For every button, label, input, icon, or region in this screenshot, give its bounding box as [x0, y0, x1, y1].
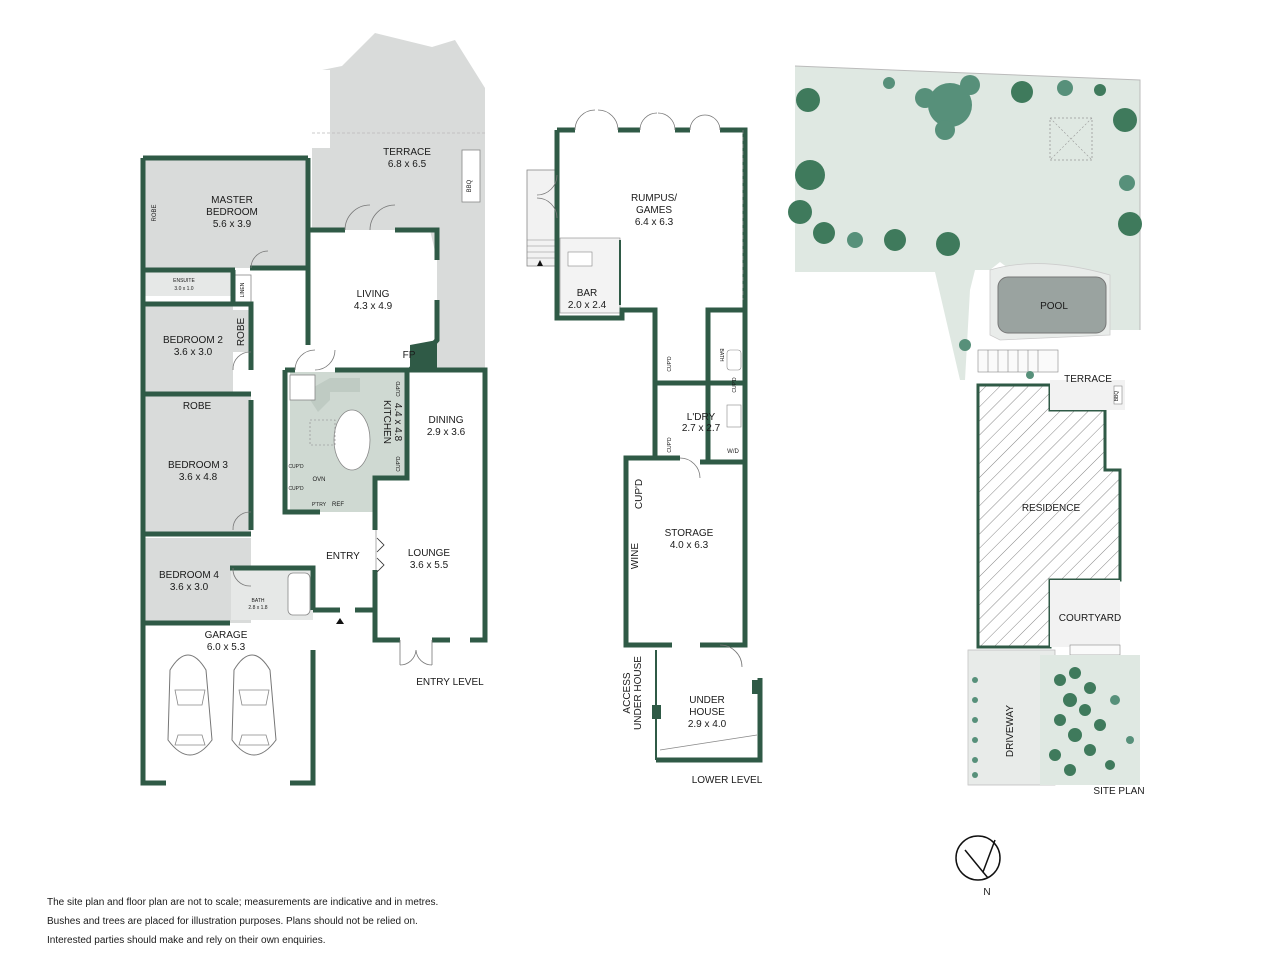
garage-label: GARAGE — [205, 630, 248, 641]
bedroom3-size: 3.6 x 4.8 — [179, 472, 218, 483]
storage-size: 4.0 x 6.3 — [670, 540, 709, 551]
bedroom-3 — [143, 414, 251, 532]
rumpus-label-2: GAMES — [636, 205, 672, 216]
tree-icon — [788, 75, 1142, 379]
fp-label: FP — [403, 350, 416, 361]
ensuite-label: ENSUITE — [173, 278, 195, 284]
driveway-label: DRIVEWAY — [1005, 705, 1016, 758]
site-plan-label: SITE PLAN — [1093, 786, 1144, 797]
cupd-l4: CUP'D — [634, 479, 645, 509]
bath-label: BATH — [252, 598, 265, 604]
kitchen-label: KITCHEN — [381, 400, 392, 444]
lower-level-plan — [526, 109, 763, 763]
under-house-size: 2.9 x 4.0 — [688, 719, 727, 730]
entry-level-label: ENTRY LEVEL — [416, 677, 484, 688]
courtyard-label: COURTYARD — [1059, 613, 1121, 624]
compass-icon — [955, 835, 1001, 881]
residence-label: RESIDENCE — [1022, 503, 1081, 514]
bedroom3-label: BEDROOM 3 — [168, 460, 228, 471]
compass-north-label: N — [983, 887, 990, 898]
access-label-1: ACCESS — [622, 672, 633, 713]
bath-lower-label: BATH — [718, 349, 724, 362]
robe-master — [143, 160, 163, 268]
ldry-label: L'DRY — [687, 412, 716, 423]
kitchen-size: 4.4 x 4.8 — [392, 403, 403, 442]
pool-label: POOL — [1040, 301, 1068, 312]
living-label: LIVING — [357, 289, 390, 300]
terrace-site-label: TERRACE — [1064, 374, 1112, 385]
cupd-l1: CUP'D — [667, 356, 673, 372]
entry-level-plan — [140, 33, 488, 786]
car-icon — [167, 654, 213, 756]
disclaimer-line-1: The site plan and floor plan are not to … — [47, 897, 439, 908]
ovn-label: OVN — [312, 477, 325, 483]
garage — [143, 625, 313, 783]
dining-label: DINING — [429, 415, 464, 426]
bar-label: BAR — [577, 288, 598, 299]
bedroom4-label: BEDROOM 4 — [159, 570, 219, 581]
cupd-k3: CUP'D — [288, 464, 304, 470]
disclaimer-line-2: Bushes and trees are placed for illustra… — [47, 916, 418, 927]
robe-master-label: ROBE — [152, 204, 158, 221]
ensuite — [143, 270, 233, 296]
master-bedroom-label-1: MASTER — [211, 195, 253, 206]
rumpus-size: 6.4 x 6.3 — [635, 217, 674, 228]
entry-label: ENTRY — [326, 551, 360, 562]
terrace-area — [312, 33, 485, 370]
robe-b2-label: ROBE — [236, 318, 247, 347]
living-size: 4.3 x 4.9 — [354, 301, 393, 312]
lower-level-label: LOWER LEVEL — [692, 775, 763, 786]
ref-label: REF — [332, 502, 344, 508]
ensuite-size: 3.0 x 1.0 — [174, 286, 193, 292]
cupd-k4: CUP'D — [288, 486, 304, 492]
car-icon — [231, 654, 277, 756]
bbq-label: BBQ — [467, 179, 473, 192]
terrace-size: 6.8 x 6.5 — [388, 159, 427, 170]
site-plan — [788, 65, 1142, 881]
room-labels: TERRACE 6.8 x 6.5 BBQ MASTER BEDROOM 5.6… — [152, 147, 1145, 898]
linen-label: LINEN — [240, 282, 246, 297]
robe-b3-label: ROBE — [183, 401, 212, 412]
ldry-size: 2.7 x 2.7 — [682, 423, 721, 434]
lounge-size: 3.6 x 5.5 — [410, 560, 449, 571]
bath-size: 2.8 x 1.8 — [248, 605, 267, 611]
rumpus-label-1: RUMPUS/ — [631, 193, 677, 204]
disclaimer-line-3: Interested parties should make and rely … — [47, 935, 326, 946]
bedroom4-size: 3.6 x 3.0 — [170, 582, 209, 593]
bedroom-2 — [143, 306, 233, 394]
disclaimer: The site plan and floor plan are not to … — [47, 893, 438, 950]
bbq-site-label: BBQ — [1114, 391, 1120, 402]
master-bedroom — [163, 158, 308, 268]
robe-b3 — [143, 396, 251, 414]
cupd-l2: CUP'D — [667, 437, 673, 453]
ptry-label: P'TRY — [312, 502, 327, 508]
under-house-label-2: HOUSE — [689, 707, 725, 718]
garage-size: 6.0 x 5.3 — [207, 642, 246, 653]
cupd-l3: CUP'D — [732, 377, 738, 393]
cupd-k2: CUP'D — [396, 456, 402, 472]
wine-label: WINE — [630, 543, 641, 569]
bedroom2-size: 3.6 x 3.0 — [174, 347, 213, 358]
access-label-2: UNDER HOUSE — [633, 656, 644, 730]
dining-size: 2.9 x 3.6 — [427, 427, 466, 438]
bar-size: 2.0 x 2.4 — [568, 300, 607, 311]
master-bedroom-size: 5.6 x 3.9 — [213, 219, 252, 230]
wd-label: W/D — [727, 449, 739, 455]
bedroom2-label: BEDROOM 2 — [163, 335, 223, 346]
bush-icon — [972, 667, 1134, 778]
robe-b2 — [233, 310, 251, 352]
storage-label: STORAGE — [665, 528, 714, 539]
master-bedroom-label-2: BEDROOM — [206, 207, 258, 218]
terrace-label: TERRACE — [383, 147, 431, 158]
cupd-k1: CUP'D — [396, 381, 402, 397]
under-house-label-1: UNDER — [689, 695, 725, 706]
lounge-label: LOUNGE — [408, 548, 451, 559]
